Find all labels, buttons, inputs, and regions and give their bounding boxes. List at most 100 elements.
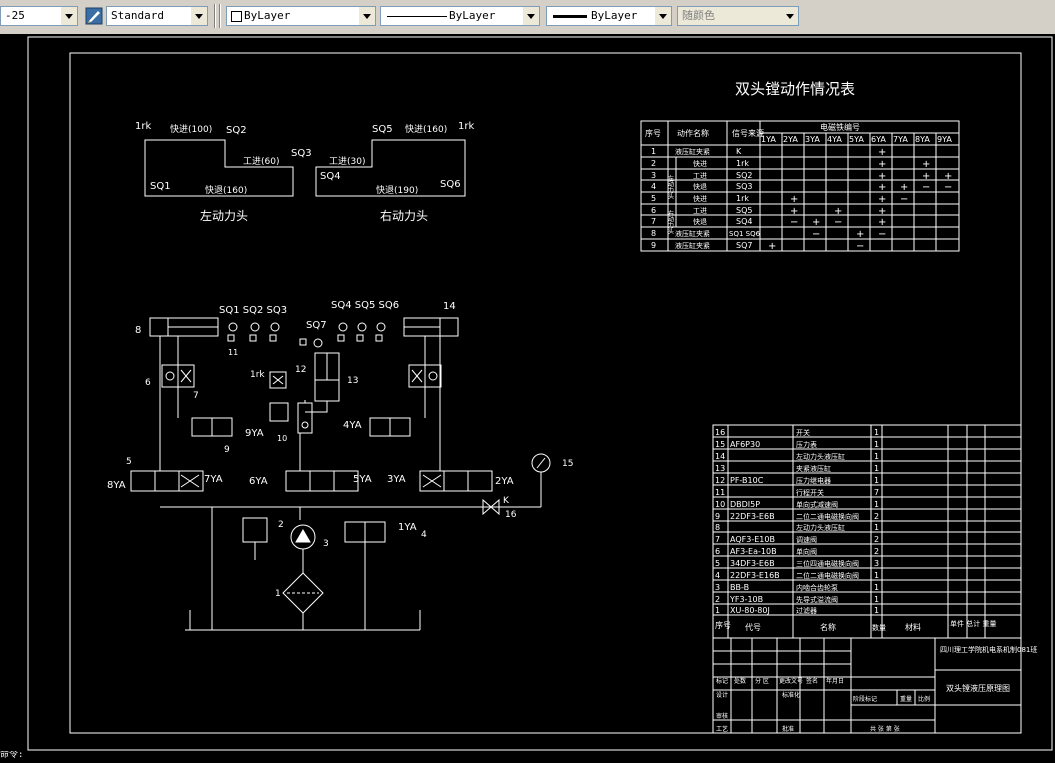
part-no: 12	[715, 476, 725, 485]
color-swatch-icon	[231, 11, 242, 22]
part-qty: 2	[874, 547, 879, 556]
color-combo[interactable]: ByLayer	[226, 6, 376, 26]
part-no: 4	[715, 571, 720, 580]
row-no: 3	[651, 171, 656, 180]
row-name: 液压缸夹紧	[675, 147, 710, 156]
label-15: 15	[562, 459, 573, 469]
th-ya9: 9YA	[937, 135, 952, 144]
plus-mark: +	[834, 206, 842, 217]
label-11: 11	[228, 348, 238, 357]
part-qty: 2	[874, 535, 879, 544]
text-style-icon[interactable]	[84, 6, 104, 26]
ya8-label: 8YA	[107, 480, 126, 491]
row-no: 4	[651, 182, 656, 191]
row-name: 快进	[693, 194, 707, 203]
rk-label: 1rk	[250, 370, 265, 380]
part-no: 16	[715, 428, 725, 437]
ya7-label: 7YA	[204, 474, 223, 485]
part-qty: 1	[874, 452, 879, 461]
label-6: 6	[145, 378, 151, 388]
row-src: SQ3	[736, 182, 752, 191]
part-qty: 1	[874, 523, 879, 532]
part-qty: 1	[874, 464, 879, 473]
properties-toolbar: -25 Standard ByLayer ByLayer ByLayer 随颜色	[0, 0, 1055, 35]
part-name: 单向阀	[796, 547, 817, 556]
parts-header-no: 序号	[715, 620, 731, 630]
part-no: 3	[715, 583, 720, 592]
dimstyle-value: -25	[5, 9, 25, 22]
part-no: 14	[715, 452, 725, 461]
part-no: 11	[715, 488, 725, 497]
row-name: 液压缸夹紧	[675, 229, 710, 238]
drawing-name: 双头镗液压原理图	[946, 683, 1010, 693]
part-no: 8	[715, 523, 720, 532]
row-src: K	[736, 147, 742, 156]
ya3-label: 3YA	[387, 474, 406, 485]
part-code: YF3-10B	[729, 595, 763, 604]
plus-mark: +	[944, 171, 952, 182]
part-code: PF-B10C	[730, 476, 764, 485]
part-no: 7	[715, 535, 720, 544]
label-7: 7	[193, 391, 199, 401]
plotstyle-combo: 随颜色	[677, 6, 799, 26]
label-16: 16	[505, 510, 517, 520]
part-code: AF6P30	[730, 440, 760, 449]
part-qty: 1	[874, 583, 879, 592]
minus-mark: −	[812, 229, 820, 240]
chevron-down-icon[interactable]	[61, 7, 77, 25]
command-line[interactable]: 命令:	[0, 751, 24, 759]
lineweight-combo[interactable]: ByLayer	[546, 6, 672, 26]
valve-5-left	[130, 470, 204, 492]
plus-mark: +	[900, 182, 908, 193]
chevron-down-icon[interactable]	[655, 7, 671, 25]
part-name: 开关	[796, 428, 810, 437]
tb-mark: 标记	[716, 677, 728, 685]
part-qty: 1	[874, 571, 879, 580]
parts-header-material: 材料	[905, 622, 921, 632]
row-no: 1	[651, 147, 656, 156]
part-name: 左动力头液压缸	[796, 523, 845, 532]
part-no: 15	[715, 440, 725, 449]
drawing-title: 双头镗动作情况表	[735, 80, 855, 98]
part-qty: 1	[874, 440, 879, 449]
valve-5-right	[419, 470, 493, 492]
label-8: 8	[135, 325, 141, 336]
part-name: 二位二通电磁换向阀	[796, 571, 859, 580]
part-code: 22DF3-E6B	[730, 512, 775, 521]
dimstyle-combo[interactable]: -25	[0, 6, 78, 26]
row-name: 工进	[693, 207, 707, 215]
part-no: 5	[715, 559, 720, 568]
part-qty: 2	[874, 512, 879, 521]
chevron-down-icon[interactable]	[359, 7, 375, 25]
label-12: 12	[295, 365, 306, 375]
right-head-diagram: SQ5 快进(160) 1rk 工进(30) SQ4 SQ6 快退(190) 右…	[315, 121, 474, 223]
row-name: 工进	[693, 172, 707, 180]
label-14: 14	[443, 301, 456, 312]
plus-mark: +	[768, 241, 776, 252]
tb-process: 工艺	[716, 725, 728, 733]
table-marks: + + + + + + + + − − + − + + + + − + − + …	[768, 147, 952, 252]
textstyle-combo[interactable]: Standard	[106, 6, 208, 26]
th-src: 信号来源	[732, 128, 764, 138]
label-10: 10	[277, 434, 287, 443]
outer-frame	[27, 36, 1053, 751]
part-name: 过滤器	[796, 606, 817, 615]
right-label-fast: 快进(160)	[405, 123, 447, 135]
plus-mark: +	[878, 217, 886, 228]
drawing-canvas[interactable]: 双头镗动作情况表 1rk 快进(100) SQ2 SQ3 工进(60) SQ1 …	[0, 34, 1055, 759]
th-ya7: 7YA	[893, 135, 908, 144]
linetype-combo[interactable]: ByLayer	[380, 6, 540, 26]
tb-design: 设计	[716, 691, 728, 699]
pressure-relay-12	[269, 371, 287, 389]
part-name: 三位四通电磁换向阀	[796, 559, 859, 568]
part-name: 内啮合齿轮泵	[796, 583, 838, 592]
plus-mark: +	[878, 182, 886, 193]
left-group-label: 左动力头	[667, 174, 674, 200]
th-ya2: 2YA	[783, 135, 798, 144]
row-no: 9	[651, 241, 656, 250]
chevron-down-icon[interactable]	[191, 7, 207, 25]
chevron-down-icon[interactable]	[523, 7, 539, 25]
right-label-sq6: SQ6	[440, 179, 461, 190]
part-code: AF3-Ea-10B	[730, 547, 777, 556]
toolbar-divider	[219, 4, 221, 28]
